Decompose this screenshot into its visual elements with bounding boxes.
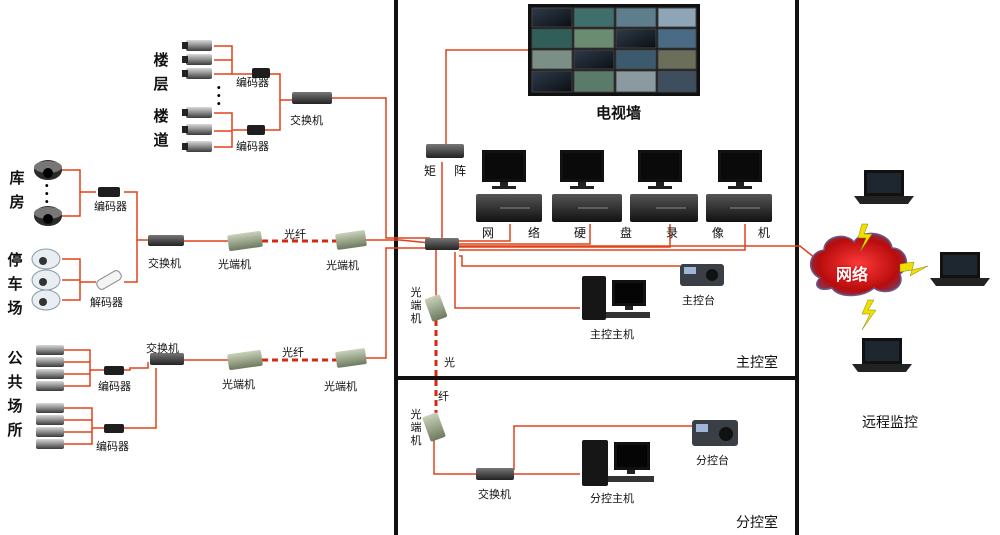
corridor-label-char-2: 道: [153, 131, 169, 149]
optical-vertical-sub-char-1: 光: [410, 408, 422, 421]
public-label-char-2: 共: [7, 373, 23, 391]
switch-label-sub: 交换机: [478, 488, 511, 501]
dvr-label-char-7: 机: [757, 226, 770, 240]
corridor-label-char-1: 楼: [153, 107, 169, 125]
encoder-label-floor: 编码器: [236, 76, 269, 89]
remote-monitoring-label: 远程监控: [862, 415, 918, 431]
encoders: [98, 68, 270, 433]
sub-control-room-label: 分控室: [736, 515, 778, 531]
warehouse-label-char-1: 库: [9, 169, 25, 187]
ellipsis-dots-floor: ···: [216, 78, 222, 113]
dvr-label-char-1: 网: [482, 226, 495, 240]
warehouse-label-char-2: 房: [9, 193, 25, 211]
switch-label-floor: 交换机: [290, 114, 323, 127]
parking-label-char-3: 场: [7, 299, 23, 317]
optical-vertical-main-char-3: 机: [410, 312, 422, 325]
sub-host-label: 分控主机: [590, 492, 634, 505]
warehouse-dome-cameras: [34, 160, 62, 226]
tv-wall: [528, 4, 700, 96]
matrix-device: [426, 144, 464, 158]
optical-label-3: 光端机: [222, 378, 255, 391]
parking-label-char-1: 停: [7, 251, 23, 269]
optical-label-4: 光端机: [324, 380, 357, 393]
matrix-label: 矩 阵: [424, 164, 466, 178]
optical-transceivers: [227, 230, 448, 442]
fiber-links: [262, 239, 438, 414]
dvr-label: 网 络 硬 盘 录 像 机: [476, 224, 776, 242]
parking-label-char-2: 车: [7, 275, 23, 293]
dvr-label-char-5: 录: [665, 226, 678, 240]
remote-laptops: [852, 170, 990, 372]
decoder-label-parking: 解码器: [90, 296, 123, 309]
encoder-label-warehouse: 编码器: [94, 200, 127, 213]
switch-label-middle: 交换机: [148, 257, 181, 270]
network-label: 网络: [836, 265, 869, 284]
public-label-char-1: 公: [7, 349, 23, 367]
floor-label-char-2: 层: [153, 75, 169, 93]
ellipsis-dots-warehouse: ···: [44, 176, 50, 211]
cables: [62, 45, 821, 475]
encoder-label-public-2: 编码器: [96, 440, 129, 453]
fiber-vertical-label-1: 光: [444, 356, 455, 369]
sub-console-device: [692, 420, 738, 446]
tv-wall-label: 电视墙: [596, 104, 642, 122]
corridor-label: 楼 道: [152, 104, 170, 152]
encoder-label-corridor: 编码器: [236, 140, 269, 153]
matrix-label-char-1: 矩: [424, 164, 437, 178]
public-label-char-3: 场: [7, 397, 23, 415]
switch-label-public: 交换机: [146, 342, 179, 355]
optical-label-2: 光端机: [326, 259, 359, 272]
room-walls: [394, 0, 799, 535]
main-host-pc: [582, 276, 650, 320]
public-cameras: [36, 345, 64, 449]
sub-console-label: 分控台: [696, 454, 729, 467]
wireless-links: [857, 223, 929, 331]
parking-label: 停 车 场: [6, 248, 24, 320]
optical-vertical-label-main: 光 端 机: [410, 286, 422, 325]
main-console-device: [680, 264, 724, 286]
corridor-cameras: [182, 107, 212, 152]
optical-vertical-sub-char-2: 端: [410, 421, 422, 434]
main-console-label: 主控台: [682, 294, 715, 307]
network-cloud: [810, 232, 908, 297]
encoder-label-public-1: 编码器: [98, 380, 131, 393]
switches: [148, 92, 514, 480]
optical-label-1: 光端机: [218, 258, 251, 271]
fiber-label-1: 光纤: [284, 228, 306, 241]
dvr-label-char-3: 硬: [573, 226, 586, 240]
optical-vertical-main-char-2: 端: [410, 299, 422, 312]
main-control-room-label: 主控室: [736, 355, 778, 371]
sub-host-pc: [582, 440, 654, 486]
public-label-char-4: 所: [7, 421, 23, 439]
dvr-units: [476, 194, 772, 222]
dvr-label-char-4: 盘: [619, 226, 632, 240]
public-label: 公 共 场 所: [6, 346, 24, 442]
dvr-label-char-6: 像: [711, 226, 724, 240]
matrix-label-char-2: 阵: [453, 164, 466, 178]
floor-label-char-1: 楼: [153, 51, 169, 69]
fiber-label-2: 光纤: [282, 346, 304, 359]
floor-label: 楼 层: [152, 48, 170, 96]
fiber-vertical-label-2: 纤: [438, 390, 449, 403]
floor-cameras: [182, 40, 212, 79]
monitors: [482, 150, 762, 189]
warehouse-label: 库 房: [8, 166, 26, 214]
parking-dome-cameras: [31, 248, 61, 311]
main-host-label: 主控主机: [590, 328, 634, 341]
optical-vertical-sub-char-3: 机: [410, 434, 422, 447]
dvr-label-char-2: 络: [527, 226, 540, 240]
optical-vertical-main-char-1: 光: [410, 286, 422, 299]
decoder: [96, 270, 122, 290]
optical-vertical-label-sub: 光 端 机: [410, 408, 422, 447]
